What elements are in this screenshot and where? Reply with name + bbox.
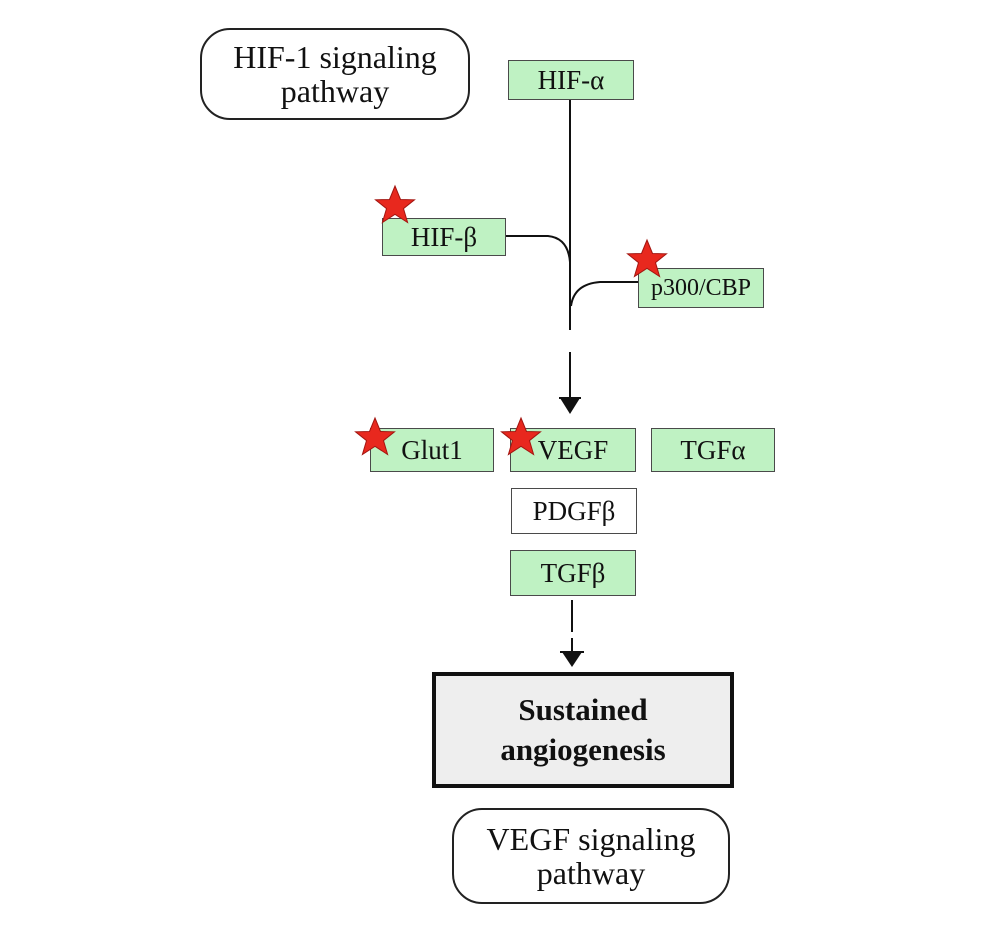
gene-glut1[interactable]: Glut1 (370, 428, 494, 472)
connector-p300 (570, 281, 640, 307)
vegf-pathway-line1: VEGF signaling (486, 821, 696, 857)
star-marker-icon (500, 416, 542, 456)
star-marker-shape (354, 416, 396, 456)
gene-tgf-beta-label: TGFβ (540, 557, 606, 588)
star-marker-shape (626, 238, 668, 278)
arrowhead-to-vegf (560, 398, 580, 414)
star-marker-shape (500, 416, 542, 456)
outcome-sustained-angiogenesis: Sustained angiogenesis (432, 672, 734, 788)
gene-hif-alpha-label: HIF-α (537, 64, 605, 95)
star-marker-icon (354, 416, 396, 456)
gene-hif-beta[interactable]: HIF-β (382, 218, 506, 256)
star-marker-icon (626, 238, 668, 278)
gene-tgf-beta[interactable]: TGFβ (510, 550, 636, 596)
gene-glut1-label: Glut1 (401, 434, 463, 465)
hif1-pathway-line1: HIF-1 signaling (233, 39, 437, 75)
gene-tgf-alpha[interactable]: TGFα (651, 428, 775, 472)
vegf-pathway-line2: pathway (536, 855, 646, 891)
gene-hif-beta-label: HIF-β (410, 221, 478, 252)
star-marker-shape (374, 184, 416, 224)
star-marker-icon (374, 184, 416, 224)
gene-hif-alpha[interactable]: HIF-α (508, 60, 634, 100)
outcome-line2: angiogenesis (500, 732, 666, 767)
vegf-pathway-node[interactable]: VEGF signaling pathway (452, 808, 730, 904)
outcome-line1: Sustained (518, 692, 648, 727)
connector-hif-beta (506, 235, 571, 263)
gene-p300-cbp-label: p300/CBP (650, 274, 752, 301)
gene-pdgf-beta-label: PDGFβ (532, 495, 616, 526)
gene-tgf-alpha-label: TGFα (680, 434, 746, 465)
hif1-pathway-line2: pathway (280, 73, 390, 109)
gene-pdgf-beta[interactable]: PDGFβ (511, 488, 637, 534)
hif1-pathway-node[interactable]: HIF-1 signaling pathway (200, 28, 470, 120)
gene-vegf-label: VEGF (537, 434, 609, 465)
arrowhead-to-outcome (562, 652, 582, 667)
